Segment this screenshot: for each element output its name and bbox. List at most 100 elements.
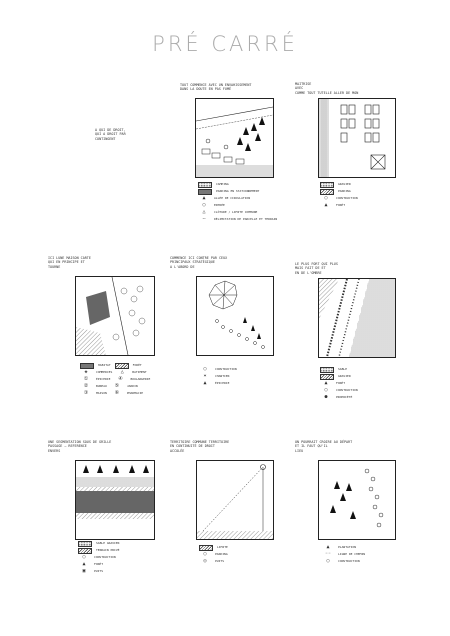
legend-symbol-icon: ○: [324, 194, 328, 201]
legend-label: JARDIN: [126, 383, 138, 388]
legend-mid-center: ○ CONSTRUCTION ✶ CHANTIER ▲ ÉPICERIE: [199, 366, 269, 387]
legend-label: GRAVIER: [338, 373, 351, 378]
note-bot-left: UNE SEGMENTATION SOUS DE GRILLE PASSAGE …: [48, 440, 112, 453]
legend-label: FORÊT: [132, 362, 142, 367]
legend-label: SABLE GRAVIER: [96, 540, 120, 545]
legend-label: CLÔTURE / LIMITE COMMUNE: [214, 209, 258, 214]
map-bot-left-drawing: [76, 465, 154, 519]
legend-symbol-icon: ⑤: [114, 382, 120, 389]
map-bot-center: [196, 460, 274, 540]
legend-label: PUITS: [94, 568, 104, 573]
legend-symbol-icon: ④: [118, 375, 123, 382]
legend-top-right: GRAVIER PARKING ○ CONSTRUCTION ▲ FORÊT: [320, 181, 390, 209]
map-mid-right: [318, 278, 396, 358]
legend-bot-left: SABLE GRAVIER TERRAIN PRIVÉ ○CONSTRUCTIO…: [78, 540, 153, 575]
legend-label: ALLÉE DE CIRCULATION: [214, 195, 251, 200]
legend-symbol-icon: ○: [82, 553, 86, 560]
map-top-center-drawing: [196, 106, 273, 177]
legend-label: LIGNE DE CHEMIN: [338, 551, 366, 556]
legend-symbol-icon: ▲: [82, 560, 86, 567]
legend-top-center: CAMPING PARKING EN STATIONNEMENT ▲ ALLÉE …: [198, 181, 278, 223]
legend-label: CAMPING: [216, 181, 229, 186]
map-mid-right-drawing: [319, 279, 395, 357]
legend-label: DÉLIMITATION DE PARCELLE ET TERRAIN: [214, 216, 278, 221]
legend-label: COMMERCES: [96, 369, 113, 374]
legend-label: ÉPICERIE: [96, 376, 111, 381]
legend-symbol-icon: ○: [203, 550, 207, 557]
note-mid-right: LE PLUS FORT QUI PLUS MAIS FAIT DE ET EN…: [295, 262, 338, 275]
legend-symbol-icon: ②: [83, 382, 89, 389]
legend-label: CHANTIER: [215, 373, 230, 378]
legend-label: BUREAU: [96, 383, 107, 388]
legend-label: CONSTRUCTION: [336, 195, 358, 200]
legend-symbol-icon: ▲: [324, 379, 328, 386]
legend-symbol-icon: ○: [203, 365, 207, 372]
legend-swatch: [320, 188, 334, 195]
legend-symbol-icon: ◈: [84, 368, 88, 375]
legend-symbol-icon: ⑥: [114, 389, 120, 396]
legend-symbol-icon: ✶: [203, 372, 207, 379]
legend-symbol-icon: ▲: [203, 379, 207, 386]
legend-label: PUITS: [215, 558, 225, 563]
map-bot-center-drawing: [197, 464, 273, 539]
legend-label: CONSTRUCTION: [336, 387, 358, 392]
legend-swatch: [198, 188, 212, 195]
legend-swatch: [78, 547, 92, 554]
legend-swatch: [199, 544, 213, 551]
map-top-center: [195, 98, 274, 178]
legend-bot-center: LIMITE ○ PARKING ◎ PUITS: [199, 544, 269, 565]
legend-symbol-icon: ▲: [202, 194, 206, 201]
legend-swatch: [78, 540, 92, 547]
note-bot-right: ON POURRAIT CROIRE AU DÉPART ET IL FAUT …: [295, 440, 353, 453]
legend-label: BOULANGERIE: [130, 376, 151, 381]
legend-label: MAISON: [96, 390, 107, 395]
legend-swatch: [320, 366, 334, 373]
map-top-right: [318, 98, 396, 178]
legend-symbol-icon: ○: [326, 557, 330, 564]
note-mid-center: COMMENCE ICI CONTRE PAR CEUX PRINCIPAUX …: [170, 256, 228, 269]
legend-symbol-icon: △: [202, 208, 206, 215]
note-bot-center: TERRITOIRE COMMUNE TERRITOIRE EN CONTINU…: [170, 440, 230, 453]
legend-label: FORÊT: [94, 561, 104, 566]
legend-label: PARKING EN STATIONNEMENT: [216, 188, 260, 193]
map-mid-center: [196, 276, 274, 356]
legend-label: TERRAIN PRIVÉ: [96, 547, 120, 552]
legend-swatch: [320, 373, 334, 380]
legend-label: CONSTRUCTION: [215, 366, 237, 371]
note-top-center: TOUT COMMENCE AVEC UN ENVAHISSEMENT DANS…: [180, 83, 252, 92]
legend-label: PLANTATION: [338, 544, 357, 549]
legend-symbol-icon: ①: [83, 375, 89, 382]
legend-label: PARKING: [215, 551, 228, 556]
legend-symbol-icon: ○: [202, 201, 206, 208]
page-title: PRÉ CARRÉ: [152, 32, 298, 56]
legend-swatch: [114, 362, 129, 369]
legend-symbol-icon: ▲: [326, 543, 330, 550]
legend-label: FORÊT: [336, 202, 346, 207]
legend-label: LIMITE: [217, 544, 228, 549]
legend-label: ENTRÉE: [214, 202, 225, 207]
legend-symbol-icon: ◎: [203, 557, 207, 564]
legend-label: SABLE: [338, 366, 348, 371]
legend-symbol-icon: ▲: [324, 201, 328, 208]
legend-label: ÉPICERIE: [215, 380, 230, 385]
legend-label: PROPRIÉTÉ: [336, 394, 353, 399]
legend-symbol-icon: ③: [83, 389, 89, 396]
legend-label: GRAVIER: [338, 181, 351, 186]
legend-label: CONSTRUCTION: [338, 558, 360, 563]
legend-mid-left: HABITAT FORÊT ◈ COMMERCES △ BATIMENT ① ÉPICER…: [80, 362, 160, 397]
legend-symbol-icon: ◦◦: [324, 550, 332, 557]
legend-label: BATIMENT: [132, 369, 147, 374]
legend-mid-right: SABLE GRAVIER ▲FORÊT ○CONSTRUCTION ●PROP…: [320, 366, 390, 401]
legend-symbol-icon: △: [120, 368, 124, 375]
map-mid-left: [75, 276, 155, 356]
legend-label: HABITAT: [98, 362, 111, 367]
legend-bot-right: ▲ PLANTATION ◦◦ LIGNE DE CHEMIN ○ CONSTRUCT…: [322, 544, 392, 565]
legend-symbol-icon: ▣: [82, 567, 86, 574]
legend-label: PHARMACIE: [126, 390, 144, 395]
legend-swatch: [198, 181, 212, 188]
legend-symbol-icon: ○: [324, 386, 328, 393]
map-mid-center-drawing: [208, 280, 265, 349]
map-bot-right-drawing: [330, 468, 384, 528]
legend-swatch: [320, 181, 334, 188]
legend-label: PARKING: [338, 188, 351, 193]
